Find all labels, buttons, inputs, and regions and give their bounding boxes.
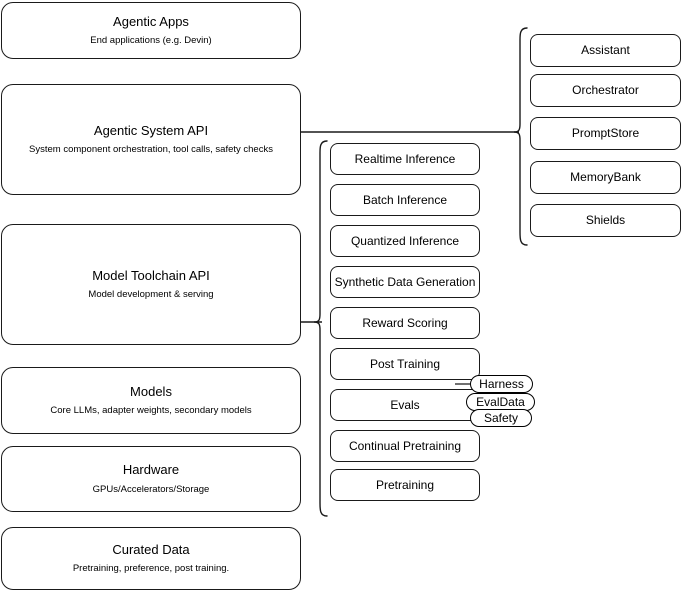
layer-models[interactable]: Models Core LLMs, adapter weights, secon… — [1, 367, 301, 434]
evals-tag-safety[interactable]: Safety — [470, 409, 532, 427]
layer-hardware[interactable]: Hardware GPUs/Accelerators/Storage — [1, 446, 301, 512]
capability-label: Batch Inference — [362, 192, 448, 207]
toolchain-capabilities-brace — [313, 140, 328, 517]
layer-agentic-apps[interactable]: Agentic Apps End applications (e.g. Devi… — [1, 2, 301, 59]
evals-tag-label: Safety — [483, 411, 519, 425]
layer-model-toolchain-api[interactable]: Model Toolchain API Model development & … — [1, 224, 301, 345]
layer-title: Agentic Apps — [113, 13, 189, 29]
capability-label: Quantized Inference — [350, 233, 460, 248]
agentic-components-brace — [513, 27, 528, 246]
component-label: Assistant — [581, 43, 630, 57]
capability-label: Synthetic Data Generation — [334, 274, 476, 289]
capability-quantized-inference[interactable]: Quantized Inference — [330, 225, 480, 257]
capability-pretraining[interactable]: Pretraining — [330, 469, 480, 501]
layer-agentic-system-api[interactable]: Agentic System API System component orch… — [1, 84, 301, 195]
layer-title: Model Toolchain API — [92, 267, 210, 283]
component-shields[interactable]: Shields — [530, 204, 681, 237]
evals-tag-label: Harness — [479, 377, 524, 391]
capability-reward-scoring[interactable]: Reward Scoring — [330, 307, 480, 339]
component-memorybank[interactable]: MemoryBank — [530, 161, 681, 194]
capability-batch-inference[interactable]: Batch Inference — [330, 184, 480, 216]
component-assistant[interactable]: Assistant — [530, 34, 681, 67]
component-label: Shields — [585, 213, 626, 227]
layer-subtitle: GPUs/Accelerators/Storage — [92, 483, 210, 495]
capability-evals[interactable]: Evals — [330, 389, 480, 421]
layer-title: Models — [130, 383, 172, 399]
layer-subtitle: Pretraining, preference, post training. — [72, 563, 230, 575]
component-orchestrator[interactable]: Orchestrator — [530, 74, 681, 107]
capability-realtime-inference[interactable]: Realtime Inference — [330, 143, 480, 175]
capability-label: Continual Pretraining — [348, 438, 462, 453]
layer-subtitle: End applications (e.g. Devin) — [90, 35, 212, 47]
layer-title: Agentic System API — [93, 122, 209, 138]
capability-label: Evals — [390, 397, 420, 412]
capability-label: Pretraining — [375, 477, 435, 492]
layer-title: Hardware — [122, 462, 180, 478]
capability-post-training[interactable]: Post Training — [330, 348, 480, 380]
layer-subtitle: System component orchestration, tool cal… — [29, 144, 273, 156]
layer-subtitle: Core LLMs, adapter weights, secondary mo… — [50, 405, 252, 417]
component-label: PromptStore — [571, 126, 640, 140]
layer-subtitle: Model development & serving — [88, 289, 214, 301]
capability-label: Realtime Inference — [354, 151, 456, 166]
component-label: Orchestrator — [572, 83, 639, 97]
component-promptstore[interactable]: PromptStore — [530, 117, 681, 150]
capability-label: Post Training — [369, 356, 441, 371]
evals-tag-harness[interactable]: Harness — [470, 375, 533, 393]
capability-continual-pretraining[interactable]: Continual Pretraining — [330, 430, 480, 462]
evals-tag-label: EvalData — [476, 395, 525, 409]
layer-curated-data[interactable]: Curated Data Pretraining, preference, po… — [1, 527, 301, 590]
layer-title: Curated Data — [112, 541, 190, 557]
component-label: MemoryBank — [570, 170, 641, 184]
capability-label: Reward Scoring — [362, 315, 448, 330]
capability-synthetic-data-generation[interactable]: Synthetic Data Generation — [330, 266, 480, 298]
